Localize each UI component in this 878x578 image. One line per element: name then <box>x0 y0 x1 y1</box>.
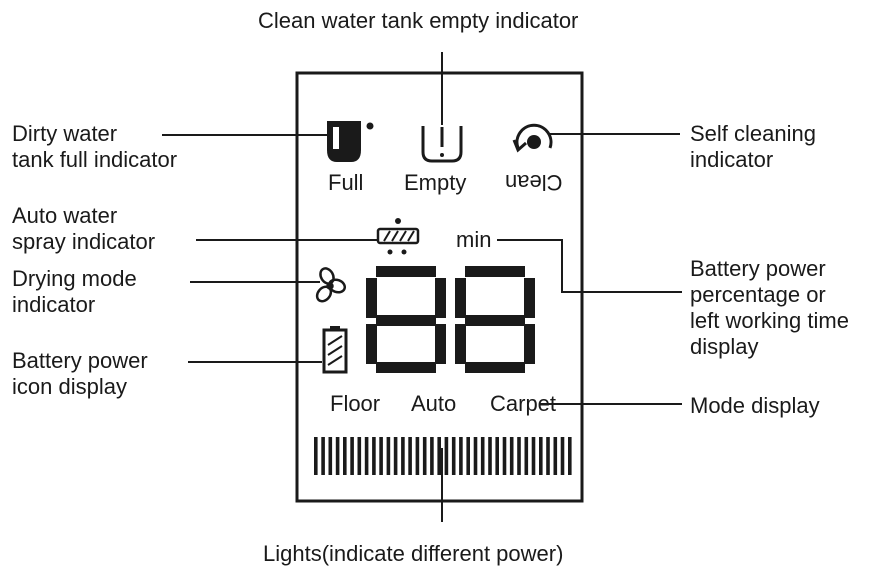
auto-water-spray-icon <box>376 218 420 255</box>
power-light-segment <box>495 437 499 475</box>
power-light-segment <box>357 437 362 475</box>
power-light-segment <box>459 437 463 475</box>
power-light-segment <box>553 437 558 475</box>
digit-right <box>455 266 535 373</box>
leader-min <box>497 239 682 293</box>
callout-auto-water-spray: Auto water spray indicator <box>12 203 156 254</box>
mode-auto: Auto <box>411 391 457 416</box>
power-light-segment <box>321 437 325 475</box>
power-light-segment <box>451 437 456 475</box>
power-light-segment <box>364 437 369 475</box>
clean-label: Clean <box>505 170 563 195</box>
power-light-segment <box>509 437 514 475</box>
power-light-segment <box>546 437 550 475</box>
power-light-segment <box>430 437 434 475</box>
self-cleaning-icon <box>512 123 553 153</box>
power-light-segment <box>415 437 420 475</box>
power-light-segment <box>335 437 340 475</box>
power-light-segment <box>517 437 521 475</box>
power-light-segment <box>524 437 529 475</box>
min-label: min <box>456 227 492 252</box>
digit-left <box>366 266 446 373</box>
full-label: Full <box>328 170 364 195</box>
mode-floor: Floor <box>330 391 381 416</box>
power-light-segment <box>568 437 572 475</box>
power-light-segment <box>539 437 543 475</box>
mode-carpet: Carpet <box>490 391 557 416</box>
callout-drying-mode: Drying mode indicator <box>12 266 137 317</box>
power-lights-bar <box>314 437 572 475</box>
callout-clean-water-empty: Clean water tank empty indicator <box>258 8 579 33</box>
power-light-segment <box>502 437 507 475</box>
power-light-segment <box>444 437 449 475</box>
callout-dirty-water-full: Dirty water tank full indicator <box>12 121 178 172</box>
power-light-segment <box>480 437 485 475</box>
power-light-segment <box>314 437 318 475</box>
drying-fan-icon <box>315 267 347 303</box>
callout-battery-icon: Battery power icon display <box>12 348 148 399</box>
power-light-segment <box>437 437 441 475</box>
callout-mode-display: Mode display <box>690 393 820 418</box>
empty-label: Empty <box>404 170 467 195</box>
callout-battery-display: Battery power percentage or left working… <box>690 256 849 359</box>
clean-water-empty-icon <box>421 126 463 163</box>
dirty-water-full-icon <box>327 121 374 162</box>
power-light-segment <box>408 437 412 475</box>
power-light-segment <box>473 437 478 475</box>
power-light-segment <box>386 437 391 475</box>
power-light-segment <box>393 437 398 475</box>
power-light-segment <box>372 437 376 475</box>
power-light-segment <box>488 437 492 475</box>
power-light-segment <box>350 437 354 475</box>
power-light-segment <box>401 437 405 475</box>
power-light-segment <box>531 437 536 475</box>
power-light-segment <box>560 437 565 475</box>
lcd-panel-frame <box>295 71 584 503</box>
power-light-segment <box>466 437 470 475</box>
power-light-segment <box>379 437 383 475</box>
power-light-segment <box>422 437 427 475</box>
callout-lights: Lights(indicate different power) <box>263 541 564 566</box>
callout-self-cleaning: Self cleaning indicator <box>690 121 816 172</box>
power-light-segment <box>328 437 333 475</box>
power-light-segment <box>343 437 347 475</box>
battery-icon <box>322 326 348 374</box>
